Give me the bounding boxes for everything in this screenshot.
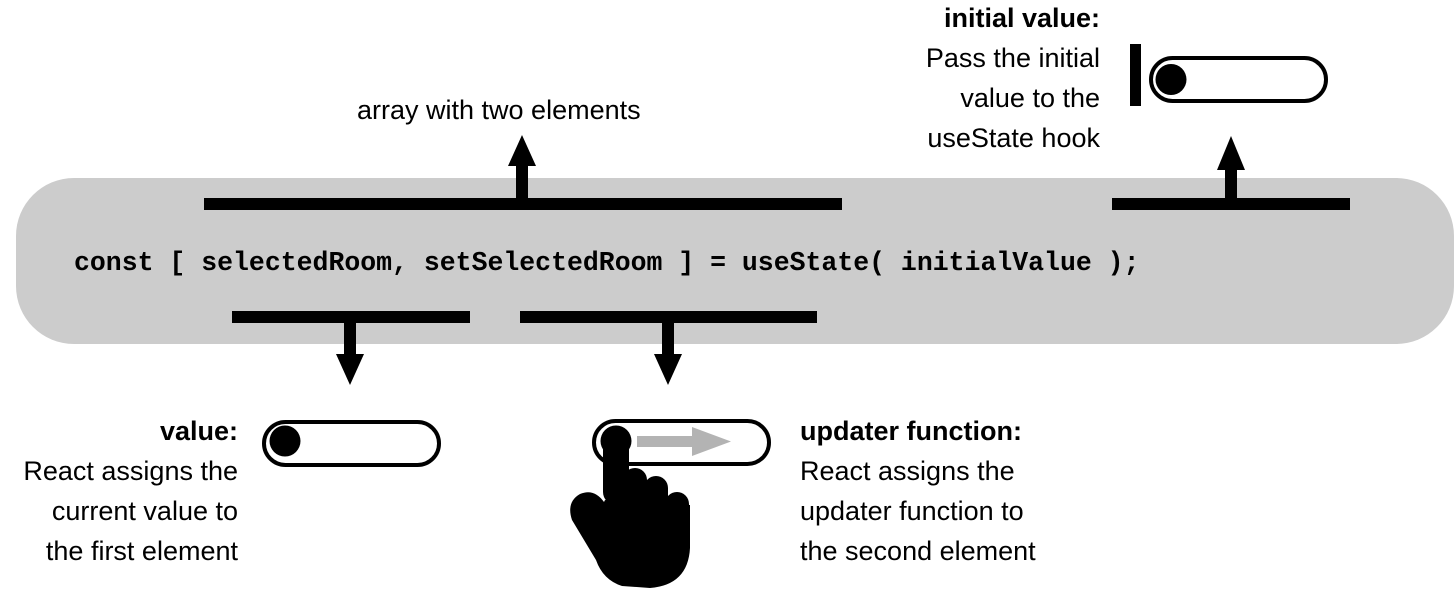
updater-annotation: updater function: React assigns the upda… bbox=[800, 411, 1036, 571]
updater-bracket bbox=[520, 311, 817, 385]
array-bracket bbox=[204, 135, 842, 210]
pointing-hand-icon bbox=[570, 435, 690, 588]
value-annotation: value: React assigns the current value t… bbox=[23, 411, 238, 571]
initial-toggle-icon bbox=[1130, 44, 1328, 106]
initial-value-line: useState hook bbox=[927, 123, 1100, 153]
initial-value-annotation: initial value: Pass the initial value to… bbox=[926, 0, 1100, 158]
initial-value-bracket bbox=[1112, 136, 1350, 210]
initial-value-line: value to the bbox=[960, 83, 1100, 113]
value-line: current value to bbox=[51, 496, 238, 526]
updater-line: React assigns the bbox=[800, 456, 1015, 486]
value-line: React assigns the bbox=[23, 456, 238, 486]
updater-line: the second element bbox=[800, 536, 1036, 566]
right-arrow-icon bbox=[637, 427, 731, 456]
array-label: array with two elements bbox=[357, 95, 641, 125]
value-line: the first element bbox=[45, 536, 238, 566]
initial-value-title: initial value: bbox=[943, 3, 1100, 33]
value-bracket bbox=[232, 311, 470, 385]
code-line: const [ selectedRoom, setSelectedRoom ] … bbox=[74, 248, 1140, 278]
value-toggle-icon bbox=[262, 420, 441, 467]
code-panel bbox=[16, 178, 1454, 344]
updater-toggle-icon bbox=[592, 419, 771, 466]
updater-title: updater function: bbox=[800, 416, 1022, 446]
updater-line: updater function to bbox=[800, 496, 1024, 526]
value-title: value: bbox=[159, 416, 238, 446]
initial-value-line: Pass the initial bbox=[925, 43, 1100, 73]
